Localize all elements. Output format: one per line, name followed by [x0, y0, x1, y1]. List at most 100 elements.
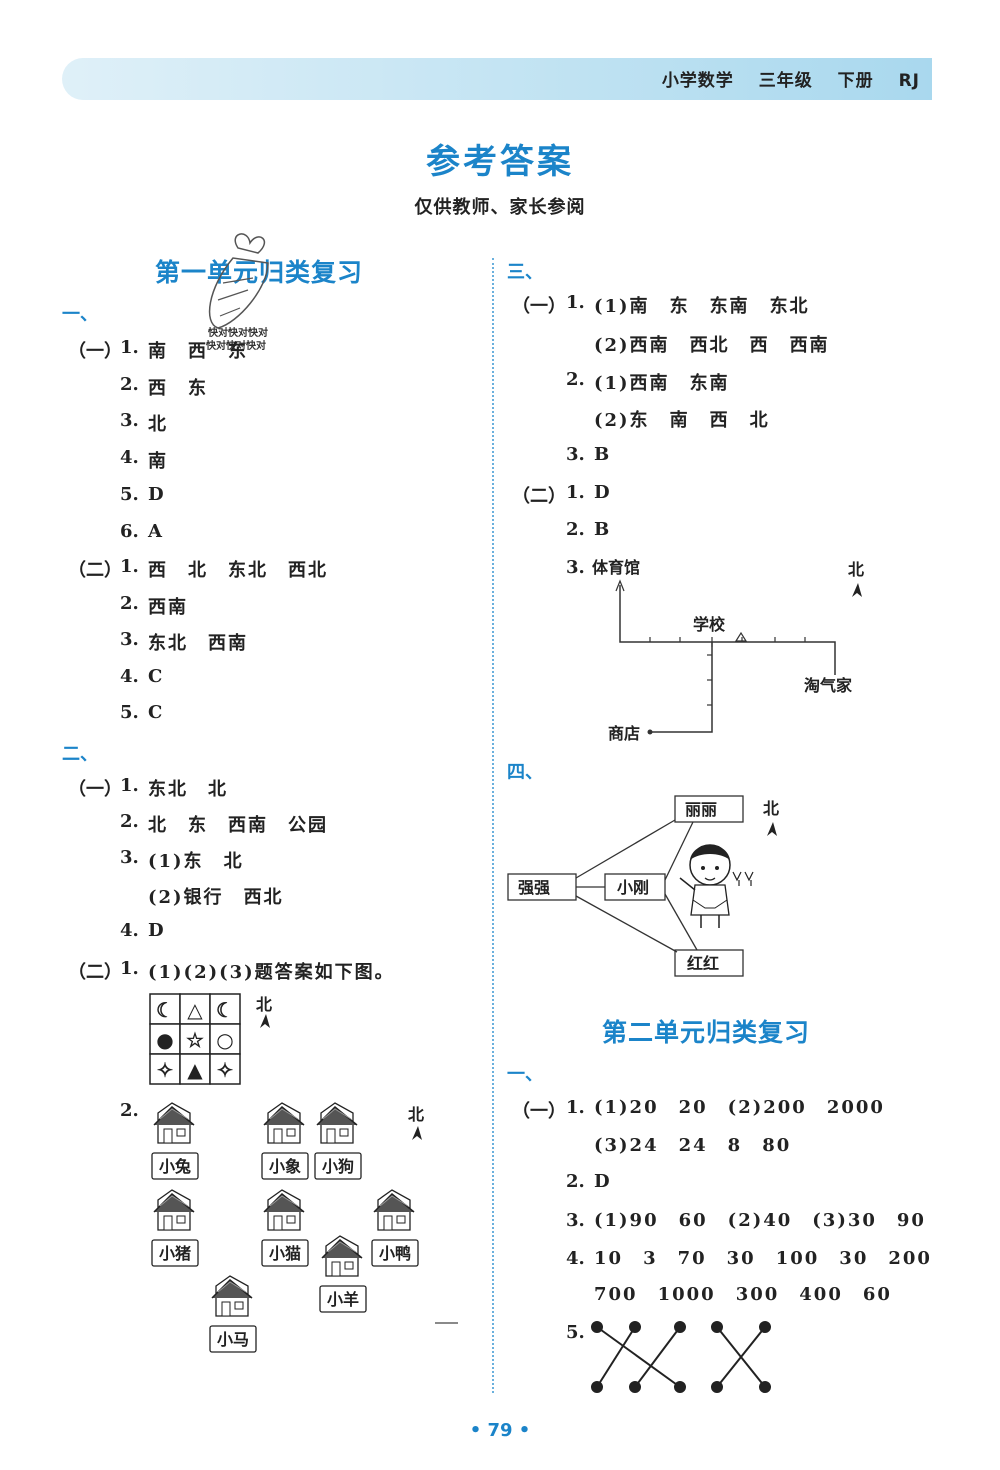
answer-text: B: [594, 444, 631, 465]
grid-symbol: ☾: [216, 998, 234, 1022]
girl-figure-icon: [679, 844, 754, 928]
house-icon: 小鸭: [371, 1189, 419, 1267]
question-number: 2.: [120, 1100, 139, 1121]
answer-word: C: [148, 666, 165, 687]
grid-cell: [179, 1053, 211, 1085]
grid-cell: [149, 1053, 181, 1085]
answer-text: D: [594, 482, 632, 503]
question-number: 2.: [120, 593, 139, 614]
answer-word: (3)24: [594, 1135, 659, 1156]
answer-word: 南: [148, 451, 168, 472]
answer-text: 西东: [148, 374, 228, 400]
sub-part-tag: （一）: [512, 296, 566, 317]
answer-word: 公园: [288, 815, 328, 836]
question-number: 3.: [566, 444, 585, 465]
answer-text: (2)西南西北西西南: [594, 331, 850, 357]
route-map: 体育馆 北 学校 淘气家 商店: [592, 558, 864, 743]
sub-part-tag: （一）: [68, 779, 122, 800]
answer-word: B: [594, 444, 612, 465]
answer-word: 60: [678, 1210, 708, 1231]
sub-part-tag: （二）: [512, 486, 566, 507]
part-label-3: 三、: [507, 262, 543, 283]
answer-word: (2)东: [594, 410, 650, 431]
answer-word: (1)90: [594, 1210, 659, 1231]
house-icon: 小猫: [261, 1189, 309, 1267]
map-label-shop: 商店: [608, 724, 640, 743]
grid-cell: [209, 1023, 241, 1055]
answer-word: 东南: [689, 373, 730, 394]
question-number: 4.: [120, 920, 139, 941]
question-number: 3.: [566, 557, 585, 578]
answer-text: (1)西南东南: [594, 369, 750, 395]
answer-word: D: [148, 484, 166, 505]
watermark-logo: 快对快对快对 快对快对快对: [205, 233, 269, 352]
answer-word: 东: [188, 815, 208, 836]
grid-north-label: 北: [256, 995, 272, 1014]
answer-word: (1)20: [594, 1097, 659, 1118]
header-subject: 小学数学: [661, 71, 734, 91]
answer-word: 东北: [769, 296, 810, 317]
answer-word: 东: [228, 341, 248, 362]
answer-word: (2)40: [727, 1210, 793, 1231]
grid-symbol: ✧: [217, 1058, 234, 1082]
answer-word: 北: [208, 779, 228, 800]
house-icon: 小狗: [314, 1102, 362, 1180]
animal-label: 小猪: [159, 1244, 191, 1263]
answer-word: (2)200: [727, 1097, 807, 1118]
grid-symbol: ✧: [157, 1058, 174, 1082]
answer-word: D: [148, 920, 166, 941]
answer-word: 北: [188, 560, 208, 581]
answer-word: 西南: [789, 335, 830, 356]
answer-word: 80: [762, 1135, 792, 1156]
answer-text: D: [148, 484, 186, 505]
page-number: • 79 •: [469, 1420, 531, 1441]
answer-text: 北东西南公园: [148, 811, 348, 837]
animal-label: 小狗: [322, 1157, 354, 1176]
answer-word: 南: [148, 341, 168, 362]
answer-word: (1)西南: [594, 373, 670, 394]
answer-word: 西: [148, 560, 168, 581]
answer-text: C: [148, 702, 184, 723]
answer-word: 北: [148, 414, 168, 435]
answer-word: (3)30: [812, 1210, 877, 1231]
answer-word: 20: [678, 1097, 708, 1118]
answer-text: 东北西南: [148, 629, 268, 655]
answer-word: 2000: [826, 1097, 885, 1118]
question-number: 3.: [566, 1210, 585, 1231]
answer-text: 西北东北西北: [148, 556, 348, 582]
answer-word: D: [594, 482, 612, 503]
answer-text: D: [594, 1171, 632, 1192]
matching-lines: [591, 1321, 771, 1393]
animal-label: 小鸭: [379, 1244, 411, 1263]
north-arrow-icon: [260, 1014, 270, 1028]
answer-word: (1)东: [148, 851, 204, 872]
answer-word: B: [594, 519, 612, 540]
question-number: 4.: [120, 666, 139, 687]
answer-word: 700: [594, 1284, 638, 1305]
grid-symbol: ☆: [186, 1028, 204, 1052]
answer-word: 30: [839, 1248, 869, 1269]
person-lili: 丽丽: [685, 800, 717, 819]
sub-part-tag: （一）: [512, 1101, 566, 1122]
grid-symbol: ☾: [156, 998, 174, 1022]
page-subtitle: 仅供教师、家长参阅: [414, 197, 586, 218]
question-number: 3.: [120, 410, 139, 431]
sub-part-tag: （二）: [68, 962, 122, 983]
answer-word: 60: [862, 1284, 892, 1305]
page-title: 参考答案: [426, 142, 574, 182]
animal-label: 小猫: [269, 1244, 301, 1263]
map-label-gym: 体育馆: [592, 558, 640, 577]
unit1-title: 第一单元归类复习: [155, 258, 364, 287]
header-info: 小学数学 三年级 下册 RJ: [644, 66, 920, 91]
question-number: 5.: [120, 484, 139, 505]
people-diagram: 丽丽 强强 小刚 红红 北: [507, 795, 779, 977]
part-label-4: 四、: [507, 762, 543, 783]
answer-word: 南: [669, 410, 690, 431]
map-north-label: 北: [848, 560, 864, 579]
north-arrow-icon: [412, 1126, 422, 1140]
answer-word: (1)南: [594, 296, 650, 317]
answer-text: (1)(2)(3)题答案如下图。: [148, 958, 415, 984]
house-icon: 小兔: [151, 1102, 199, 1180]
